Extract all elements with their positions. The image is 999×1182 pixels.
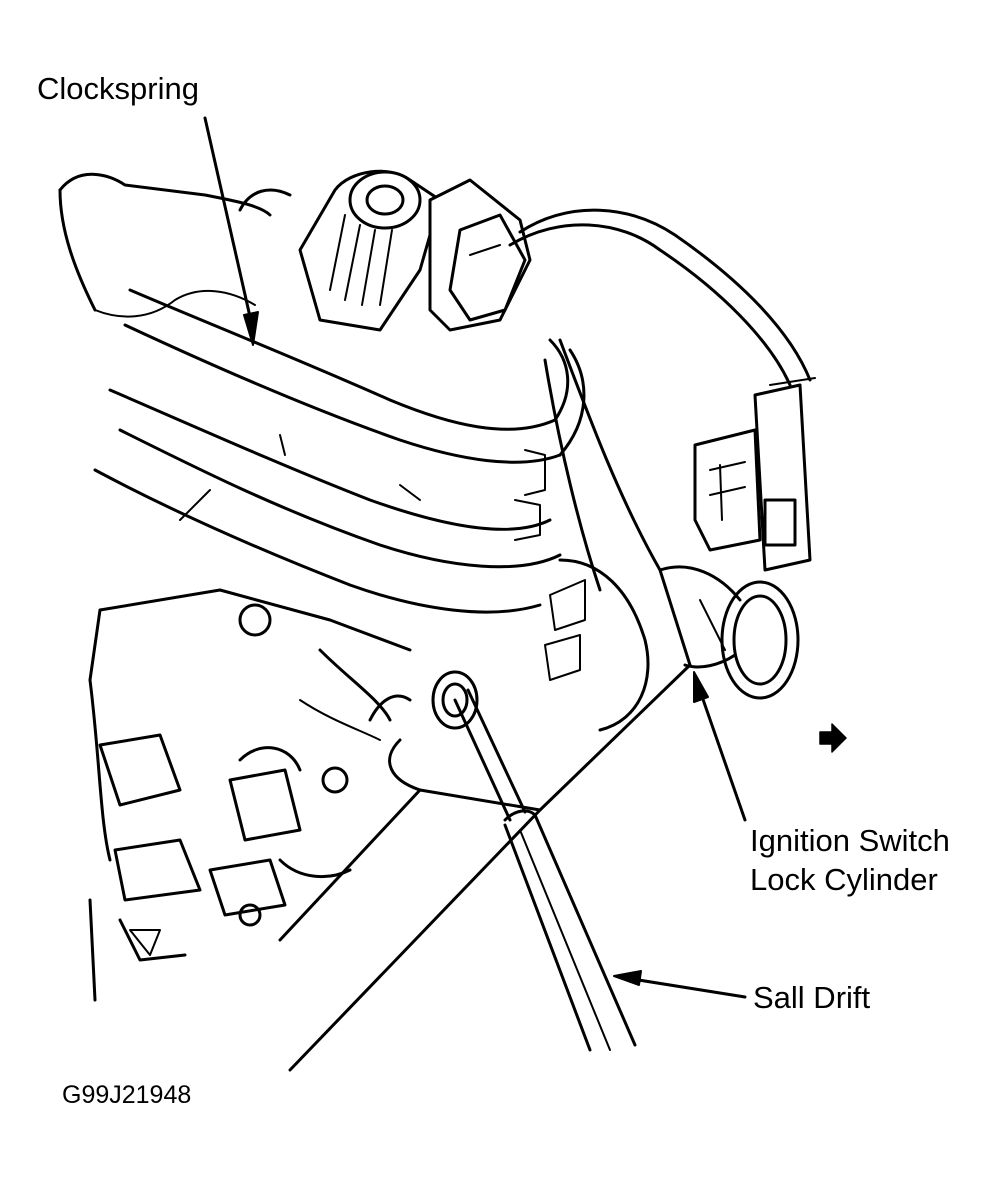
arrow-right-icon	[819, 723, 847, 753]
column-housing	[388, 338, 692, 812]
lock-cylinder	[658, 565, 800, 700]
leader-ignition	[693, 671, 747, 822]
leader-drift	[613, 970, 747, 999]
label-ignition-line1: Ignition Switch	[750, 823, 950, 858]
drift-punch	[453, 688, 637, 1052]
figure-id: G99J21948	[62, 1081, 192, 1109]
lower-mechanism	[88, 588, 412, 1002]
label-drift: Sall Drift	[753, 980, 871, 1015]
label-clockspring: Clockspring	[37, 71, 199, 106]
column-shaft	[278, 788, 542, 1072]
column-shroud	[58, 172, 292, 318]
clockspring-housing	[93, 288, 586, 614]
harness-connector	[693, 383, 812, 572]
wire-harness	[508, 208, 816, 387]
label-ignition-line2: Lock Cylinder	[750, 862, 938, 897]
leader-clockspring	[203, 116, 259, 346]
upper-connector	[298, 169, 532, 332]
